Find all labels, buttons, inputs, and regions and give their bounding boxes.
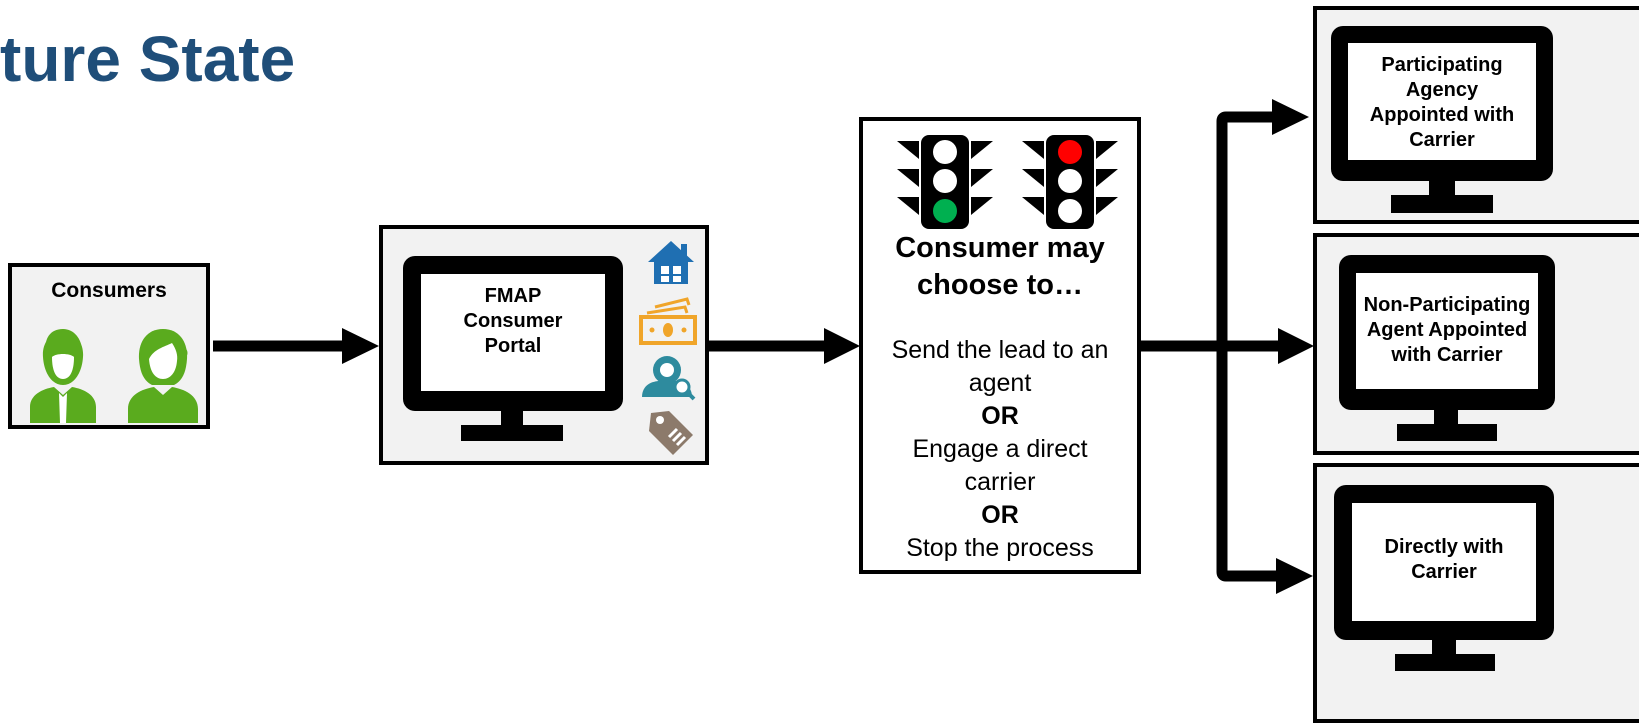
destination-2-base	[1397, 424, 1497, 441]
destination-1-screen: Participating Agency Appointed with Carr…	[1348, 43, 1536, 160]
portal-monitor: FMAP Consumer Portal	[403, 256, 623, 411]
portal-monitor-neck	[501, 411, 523, 425]
arrow-choice-to-destinations	[1141, 99, 1314, 594]
destination-3-monitor: Directly with Carrier	[1334, 485, 1554, 640]
choice-box: Consumer may choose to… Send the lead to…	[859, 117, 1141, 574]
portal-monitor-base	[461, 425, 563, 441]
page-title: ture State	[0, 23, 296, 95]
arrow-consumers-to-portal	[213, 328, 379, 364]
fmap-portal-box: FMAP Consumer Portal	[379, 225, 709, 465]
traffic-light-green-icon	[897, 135, 993, 229]
destination-non-participating-agent: Non-Participating Agent Appointed with C…	[1313, 233, 1639, 455]
agent-search-icon	[642, 356, 696, 401]
consumers-box: Consumers	[8, 263, 210, 429]
choice-heading-line2: choose to…	[917, 269, 1083, 301]
destination-1-neck	[1429, 181, 1455, 195]
destination-1-monitor: Participating Agency Appointed with Carr…	[1331, 26, 1553, 181]
option-stop-process: Stop the process	[906, 534, 1094, 562]
destination-3-screen: Directly with Carrier	[1352, 503, 1536, 621]
house-icon	[648, 241, 694, 284]
or-separator-1: OR	[981, 402, 1019, 430]
option-engage-carrier-line1: Engage a direct	[912, 435, 1088, 463]
destination-2-neck	[1434, 410, 1458, 424]
destination-1-base	[1391, 195, 1493, 213]
option-engage-carrier-line2: carrier	[964, 468, 1036, 496]
destination-2-screen: Non-Participating Agent Appointed with C…	[1356, 273, 1538, 389]
female-user-icon	[128, 329, 198, 423]
option-send-lead-line1: Send the lead to an	[891, 336, 1109, 364]
option-send-lead-line2: agent	[968, 369, 1032, 397]
arrow-portal-to-choice	[709, 328, 860, 364]
destination-1-label: Participating Agency Appointed with Carr…	[1369, 54, 1515, 151]
choice-heading-line1: Consumer may	[895, 232, 1105, 264]
destination-2-monitor: Non-Participating Agent Appointed with C…	[1339, 255, 1555, 410]
consumers-label: Consumers	[51, 279, 167, 302]
or-separator-2: OR	[981, 501, 1019, 529]
destination-participating-agency: Participating Agency Appointed with Carr…	[1313, 6, 1639, 224]
price-tag-icon	[649, 411, 693, 455]
destination-3-label: Directly with Carrier	[1384, 536, 1504, 583]
portal-monitor-screen: FMAP Consumer Portal	[421, 274, 605, 391]
money-icon	[639, 297, 697, 345]
portal-monitor-label: FMAP Consumer Portal	[463, 285, 563, 357]
destination-3-neck	[1432, 640, 1456, 654]
male-user-icon	[30, 329, 96, 423]
destination-2-label: Non-Participating Agent Appointed with C…	[1363, 294, 1531, 366]
traffic-light-red-icon	[1022, 135, 1118, 229]
choice-options: Send the lead to an agent OR Engage a di…	[863, 334, 1137, 565]
destination-3-base	[1395, 654, 1495, 671]
